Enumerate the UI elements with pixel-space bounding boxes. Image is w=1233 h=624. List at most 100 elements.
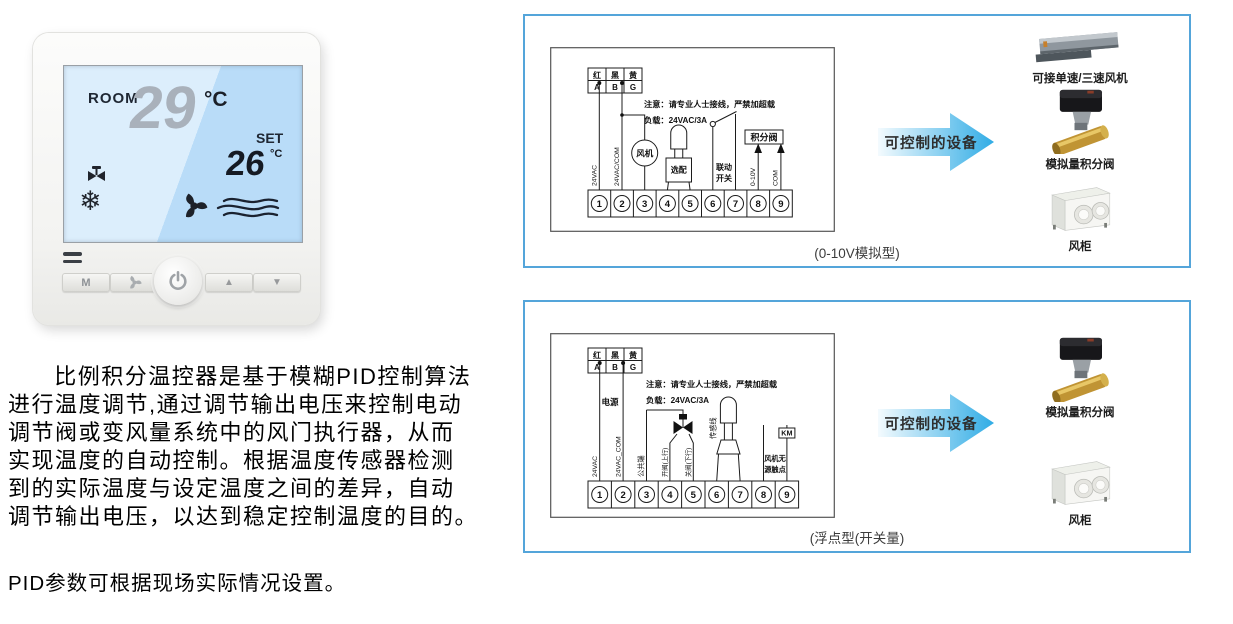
svg-text:24VAC_COM: 24VAC_COM [615, 436, 622, 477]
panel-caption: (浮点型(开关量) [809, 531, 905, 546]
panel-caption: (0-10V模拟型) [814, 246, 900, 261]
svg-text:1: 1 [597, 199, 603, 210]
svg-text:4: 4 [665, 199, 671, 210]
wiring-note-1: 注意：请专业人士接线，严禁加超载 [644, 99, 776, 109]
svg-text:B: B [612, 83, 618, 92]
description-line: 进行温度调节,通过调节输出电压来控制电动 [8, 392, 463, 417]
fan-icon [185, 193, 208, 218]
thermostat-screen: ROOM 29 °C SET 26 °C ❄ [63, 65, 303, 243]
description-line: 实现温度的自动控制。根据温度传感器检测 [8, 448, 455, 473]
right-arrow-icon [878, 394, 994, 452]
svg-text:24VAC/COM: 24VAC/COM [614, 147, 621, 186]
svg-text:开阀(上行): 开阀(上行) [660, 448, 669, 477]
svg-text:KM: KM [781, 429, 792, 438]
sensor-symbol: 传感线 [709, 396, 741, 482]
wiring-diagram-floating: 红 黑 黄 A B G 注意：请专业人士接线，严禁加超载 负载：24VAC/3A [550, 333, 835, 518]
set-temperature-value: 26 [223, 144, 267, 183]
motorized-valve-image [1052, 337, 1109, 402]
svg-text:联动: 联动 [716, 162, 732, 172]
valve-icon [88, 166, 105, 181]
waves-icon [216, 197, 280, 218]
svg-text:24VAC: 24VAC [592, 165, 599, 186]
device-air-cabinet: 风柜 [1020, 456, 1140, 528]
svg-text:黑: 黑 [611, 350, 619, 360]
svg-text:开关: 开关 [716, 173, 732, 183]
snowflake-icon: ❄ [79, 186, 102, 216]
terminal-strip: 1 2 3 4 5 6 7 8 9 [587, 480, 800, 509]
svg-text:公共端: 公共端 [637, 455, 646, 477]
svg-text:G: G [630, 83, 636, 92]
panel-0-10v-analog: 红 黑 黄 A B G 注意：请专业人士接线，严禁加超载 负载：24VAC/3A [523, 14, 1191, 268]
svg-text:源触点: 源触点 [764, 465, 786, 474]
svg-text:关阀(下行): 关阀(下行) [683, 448, 692, 477]
right-arrow-icon [878, 113, 994, 171]
svg-text:红: 红 [593, 70, 601, 80]
svg-text:G: G [630, 363, 636, 372]
svg-text:A: A [594, 363, 600, 372]
svg-text:黄: 黄 [629, 350, 637, 360]
svg-text:黄: 黄 [629, 70, 637, 80]
set-temperature-unit: °C [270, 148, 283, 160]
svg-text:传感线: 传感线 [709, 417, 718, 439]
description-line: 比例积分温控器是基于模糊PID控制算法 [54, 364, 472, 389]
device-label: 可接单速/三速风机 [1032, 73, 1128, 85]
wiring-note-1: 注意：请专业人士接线，严禁加超载 [646, 379, 778, 389]
svg-text:3: 3 [644, 490, 649, 501]
svg-text:2: 2 [619, 199, 624, 210]
wiring-diagram-analog: 红 黑 黄 A B G 注意：请专业人士接线，严禁加超载 负载：24VAC/3A [550, 47, 835, 232]
svg-text:4: 4 [667, 490, 673, 501]
room-temperature-unit: °C [204, 88, 228, 111]
down-button: ▼ [253, 273, 301, 292]
up-button: ▲ [205, 273, 253, 292]
km-contact-box: KM [778, 427, 796, 439]
wire-color-table: 红 黑 黄 A B G [587, 67, 643, 94]
valve-symbol [673, 414, 693, 434]
pid-note: PID参数可根据现场实际情况设置。 [8, 572, 347, 595]
motorized-valve-image [1052, 89, 1109, 154]
svg-text:0-10V: 0-10V [750, 167, 757, 186]
panel-floating-point: 红 黑 黄 A B G 注意：请专业人士接线，严禁加超载 负载：24VAC/3A [523, 300, 1191, 553]
room-label: ROOM [88, 90, 139, 107]
svg-text:A: A [594, 83, 600, 92]
power-label: 电源 [601, 397, 619, 407]
svg-text:5: 5 [687, 199, 693, 210]
device-fan-coil: 可接单速/三速风机 [1020, 24, 1140, 86]
svg-text:B: B [612, 363, 618, 372]
svg-text:5: 5 [691, 490, 697, 501]
device-label: 模拟量积分阀 [1045, 407, 1115, 419]
menu-lines-icon [63, 252, 82, 267]
svg-text:9: 9 [778, 199, 783, 210]
power-button [154, 257, 202, 305]
description-line: 调节输出电压，以达到稳定控制温度的目的。 [8, 504, 479, 529]
device-label: 风柜 [1068, 241, 1092, 253]
svg-text:7: 7 [733, 199, 738, 210]
air-cabinet-image [1051, 187, 1111, 231]
thermostat-device-photo: ROOM 29 °C SET 26 °C ❄ [33, 33, 320, 325]
svg-text:6: 6 [710, 199, 715, 210]
svg-text:7: 7 [737, 490, 742, 501]
controllable-devices-arrow: 可控制的设备 [878, 393, 995, 453]
controllable-devices-arrow: 可控制的设备 [878, 112, 995, 172]
fan-coil-image [1035, 32, 1119, 63]
svg-text:1: 1 [597, 490, 603, 501]
svg-text:红: 红 [593, 350, 601, 360]
svg-text:风机: 风机 [636, 149, 654, 159]
svg-text:8: 8 [761, 490, 766, 501]
mode-button: M [62, 273, 110, 292]
arrow-label: 可控制的设备 [884, 416, 978, 433]
description-line: 调节阀或变风量系统中的风门执行器，从而 [8, 420, 455, 445]
svg-text:6: 6 [714, 490, 719, 501]
terminal-strip: 1 2 3 4 5 6 7 8 9 [587, 189, 793, 218]
sensor-optional-symbol: 选配 [665, 124, 692, 191]
wiring-note-2: 负载：24VAC/3A [646, 395, 709, 405]
svg-text:3: 3 [642, 199, 647, 210]
svg-text:风机无: 风机无 [764, 454, 786, 463]
wire-color-table: 红 黑 黄 A B G [587, 347, 643, 374]
arrow-label: 可控制的设备 [884, 135, 978, 152]
air-cabinet-image [1051, 461, 1111, 505]
fan-button-icon [129, 275, 142, 289]
svg-text:COM: COM [773, 170, 780, 186]
power-icon [169, 271, 187, 290]
integral-valve-box: 积分阀 [744, 129, 784, 145]
